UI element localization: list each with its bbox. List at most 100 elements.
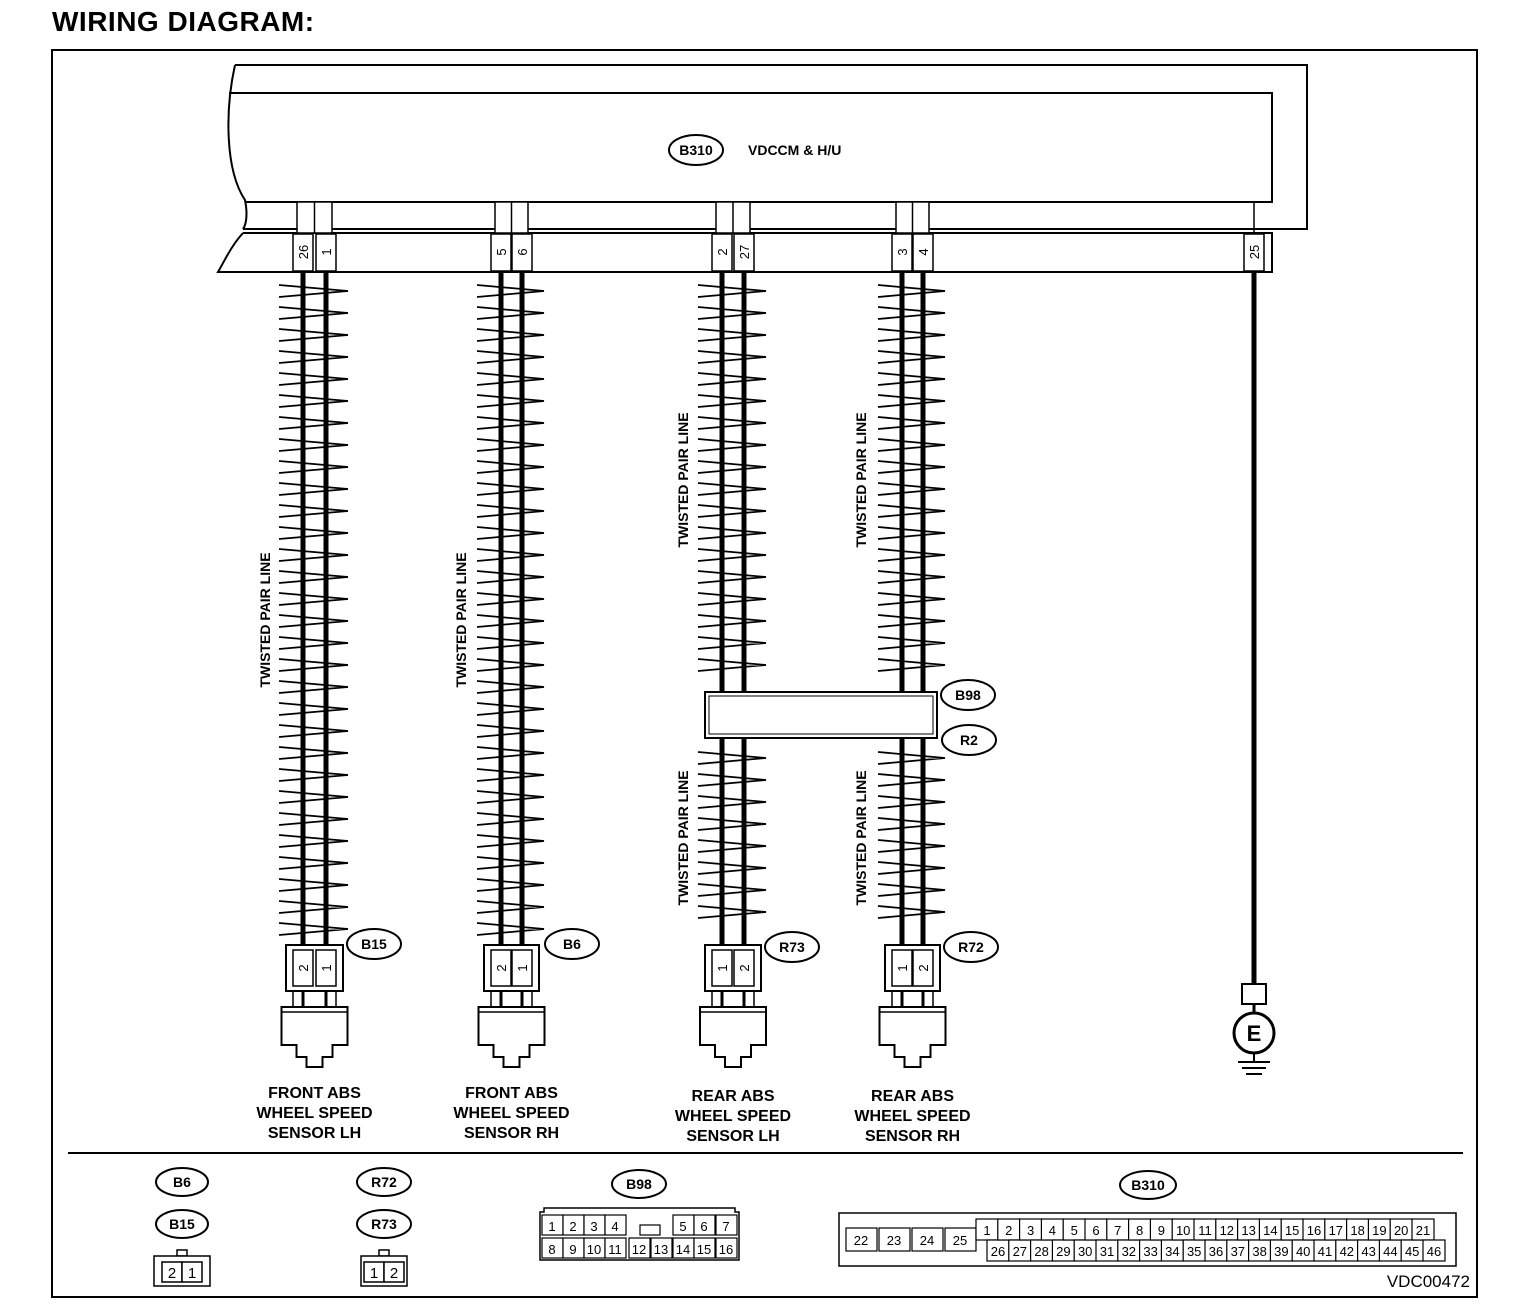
module-pin-label: 6 [515,248,530,255]
connector-pin: 5 [1071,1223,1078,1238]
sensor-connector-label: R72 [958,939,984,955]
connector-pin: 10 [1176,1223,1190,1238]
legend-badge [1119,1170,1177,1200]
module-pin-label: 2 [715,248,730,255]
sensor-pin-label: 2 [737,964,752,971]
twisted-pair-symbol [877,284,946,672]
wheel-speed-sensor-body [477,1006,546,1068]
connector-pin: 2 [390,1265,398,1282]
connector-pin: 46 [1427,1244,1441,1259]
sensor-lead-sleeve [490,990,533,1008]
legend-badge [155,1209,209,1239]
sensor-pin-cell [292,949,314,987]
connector-cell [181,1261,203,1283]
sensor-name-line: WHEEL SPEED [256,1105,372,1122]
diagram-frame [51,49,1478,1298]
connector-key [639,1224,661,1236]
module-pin-label: 5 [494,248,509,255]
connector-pin: 20 [1394,1223,1408,1238]
connector-pin: 2 [1005,1223,1012,1238]
sensor-pin-label: 1 [515,964,530,971]
connector-pin: 16 [719,1242,733,1257]
wheel-speed-sensor-body [878,1006,947,1068]
connector-cell [878,1227,911,1252]
ground-pin-cell [1243,233,1265,272]
legend-label: B15 [169,1216,195,1232]
legend-label: B98 [626,1176,652,1192]
connector-pin: 18 [1350,1223,1364,1238]
connector-pin: 22 [854,1233,868,1248]
module-pin-cell [315,233,337,272]
connector-pin: 12 [632,1242,646,1257]
ground-terminal [1241,983,1267,1005]
sensor-pin-label: 1 [319,964,334,971]
connector-pin: 12 [1220,1223,1234,1238]
connector-cell [715,1237,738,1259]
connector-pin: 19 [1372,1223,1386,1238]
sensor-name-line: SENSOR RH [464,1125,559,1142]
twisted-pair-label: TWISTED PAIR LINE [675,412,691,547]
ground-pin-label: 25 [1247,245,1262,259]
module-pin-cell [292,233,314,272]
twisted-pair-label: TWISTED PAIR LINE [853,770,869,905]
sensor-pin-cell [733,949,755,987]
connector-pin: 9 [1158,1223,1165,1238]
twisted-pair-label: TWISTED PAIR LINE [675,770,691,905]
module-inner-box [229,92,1273,203]
module-label-group: B310 VDCCM & H/U [668,134,841,166]
connector-cell [911,1227,944,1252]
connector-pin: 11 [1198,1223,1212,1238]
module-pin-cell [490,233,512,272]
sensor-lead-sleeve [292,990,337,1008]
twisted-pair-symbol [697,751,767,919]
connector-pin: 3 [590,1219,597,1234]
junction-box [704,691,938,739]
connector-pin: 28 [1034,1244,1048,1259]
sensor-pin-label: 2 [296,964,311,971]
connector-pin: 24 [920,1233,934,1248]
connector-pin: 13 [1241,1223,1255,1238]
sensor-pin-label: 1 [895,964,910,971]
connector-pin: 14 [1263,1223,1277,1238]
connector-pin: 8 [548,1242,555,1257]
connector-pin: 41 [1318,1244,1332,1259]
connector-cell [1422,1239,1446,1262]
ground-circuit: 25 E [1232,233,1276,1075]
connector-pin: 45 [1405,1244,1419,1259]
connector-cell [693,1214,716,1236]
module-connector-strip [216,232,1273,273]
junction-top-badge [940,679,996,711]
legend-label: B6 [173,1174,191,1190]
connector-pin: 33 [1143,1244,1157,1259]
connector-pin: 39 [1274,1244,1288,1259]
twisted-pair-symbol [877,751,946,919]
sensor-name-line: SENSOR LH [686,1128,779,1145]
sensor-name-line: REAR ABS [692,1088,775,1105]
document-id: VDC00472 [1387,1272,1470,1291]
connector-pin: 2 [569,1219,576,1234]
connector-cell [604,1237,627,1259]
junction-bottom-label: R2 [960,732,978,748]
sensor-lead-sleeve [891,990,934,1008]
connector-pin: 5 [679,1219,686,1234]
connector-pin: 15 [697,1242,711,1257]
connector-cell [650,1237,673,1259]
connector-cell [383,1261,405,1283]
sensor-connector-badge [346,928,402,960]
sensor-name-line: WHEEL SPEED [854,1108,970,1125]
sensor-connector-badge [764,931,820,963]
connector-pin: 43 [1361,1244,1375,1259]
sensor-pin-cell [490,949,512,987]
connector-pin: 11 [608,1242,622,1257]
sensor-pin-cell [891,949,913,987]
sensor-pin-cell [711,949,733,987]
module-pin-label: 26 [296,245,311,259]
connector-pin: 1 [548,1219,555,1234]
twisted-pair-label: TWISTED PAIR LINE [257,552,273,687]
junction-connector: B98 R2 [704,679,997,756]
connector-pin: 4 [611,1219,618,1234]
sensor-pin-cell [315,949,337,987]
sensor-pin-cell [912,949,934,987]
